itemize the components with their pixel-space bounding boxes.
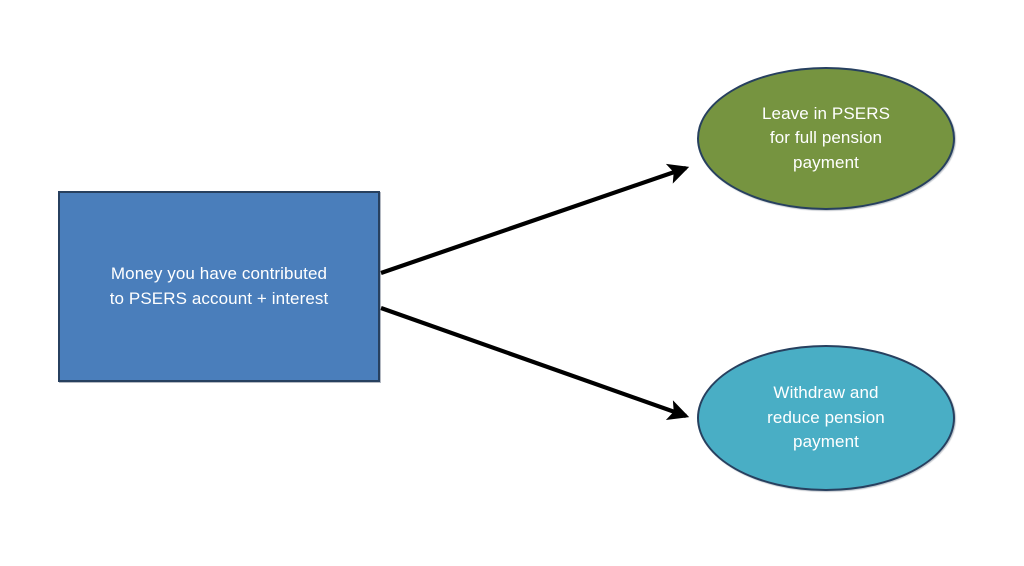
option-node-withdraw[interactable]: Withdraw and reduce pension payment xyxy=(697,345,955,491)
source-node-label: Money you have contributed to PSERS acco… xyxy=(109,263,329,308)
arrow-to-withdraw xyxy=(380,306,690,421)
source-node-contributions[interactable]: Money you have contributed to PSERS acco… xyxy=(58,191,380,382)
option-node-leave-in-psers[interactable]: Leave in PSERS for full pension payment xyxy=(697,67,955,210)
option-node-withdraw-label: Withdraw and reduce pension payment xyxy=(767,383,885,452)
arrow-to-leave-in-psers xyxy=(380,163,690,275)
option-node-leave-label: Leave in PSERS for full pension payment xyxy=(761,103,891,172)
